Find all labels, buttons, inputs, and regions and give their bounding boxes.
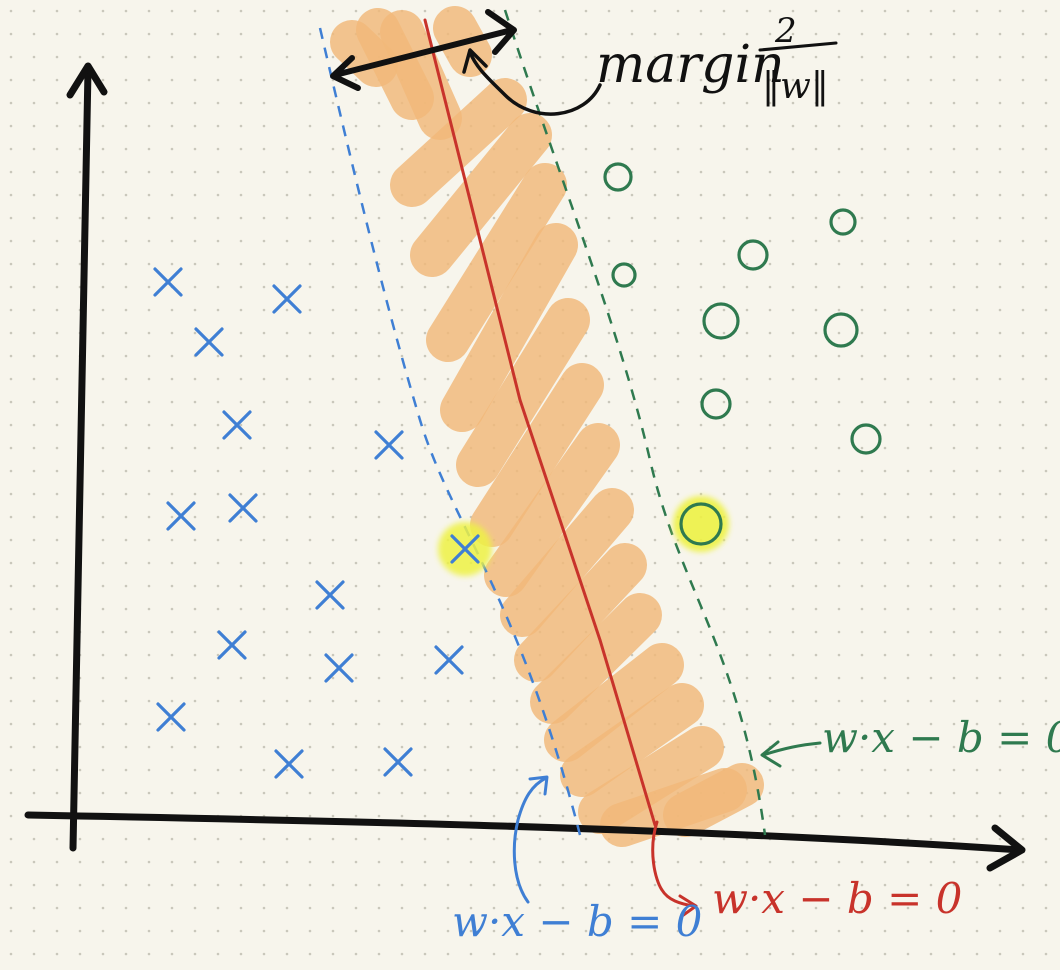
x-axis (24, 811, 1026, 872)
margin-fraction-numerator: 2 (774, 11, 797, 51)
support-vector-negative (450, 534, 480, 564)
negative-point (315, 580, 345, 610)
positive-point (829, 208, 857, 236)
negative-point (153, 267, 183, 297)
hyperplane-pointer (651, 820, 698, 918)
negative-point (434, 645, 464, 675)
margin-fraction-bar (758, 41, 838, 52)
negative-point (166, 501, 196, 531)
negative-class-points (153, 267, 480, 779)
negative-point (272, 284, 302, 314)
positive-point (737, 239, 769, 271)
y-axis (66, 62, 108, 852)
negative-point (222, 410, 252, 440)
positive-point (700, 388, 732, 420)
negative-point (228, 493, 258, 523)
negative-margin-boundary (318, 27, 582, 836)
positive-point (850, 423, 882, 455)
margin-width-arrow (330, 9, 517, 91)
negative-point (383, 747, 413, 777)
negative-point (217, 630, 247, 660)
margin-fraction-denominator: ‖w‖ (762, 66, 829, 107)
positive-margin-pointer (760, 740, 822, 768)
decision-hyperplane (423, 18, 657, 827)
positive-point (603, 162, 633, 192)
negative-margin-pointer (512, 775, 549, 904)
positive-class-points (603, 162, 882, 546)
negative-point (374, 430, 404, 460)
positive-point (823, 312, 859, 348)
negative-point (156, 702, 186, 732)
positive-margin-equation: w·x − b = 0 (822, 713, 1060, 762)
positive-point (702, 302, 740, 340)
negative-point (194, 327, 224, 357)
margin-band (330, 6, 764, 847)
support-vector-positive (679, 502, 723, 546)
negative-point (324, 653, 354, 683)
margin-label: margin (596, 35, 785, 95)
positive-point (611, 262, 637, 288)
hyperplane-equation: w·x − b = 0 (712, 874, 962, 923)
positive-margin-boundary (503, 9, 767, 836)
negative-margin-equation: w·x − b = 0 (452, 897, 702, 946)
margin-leader-line (462, 48, 602, 116)
negative-point (274, 749, 304, 779)
